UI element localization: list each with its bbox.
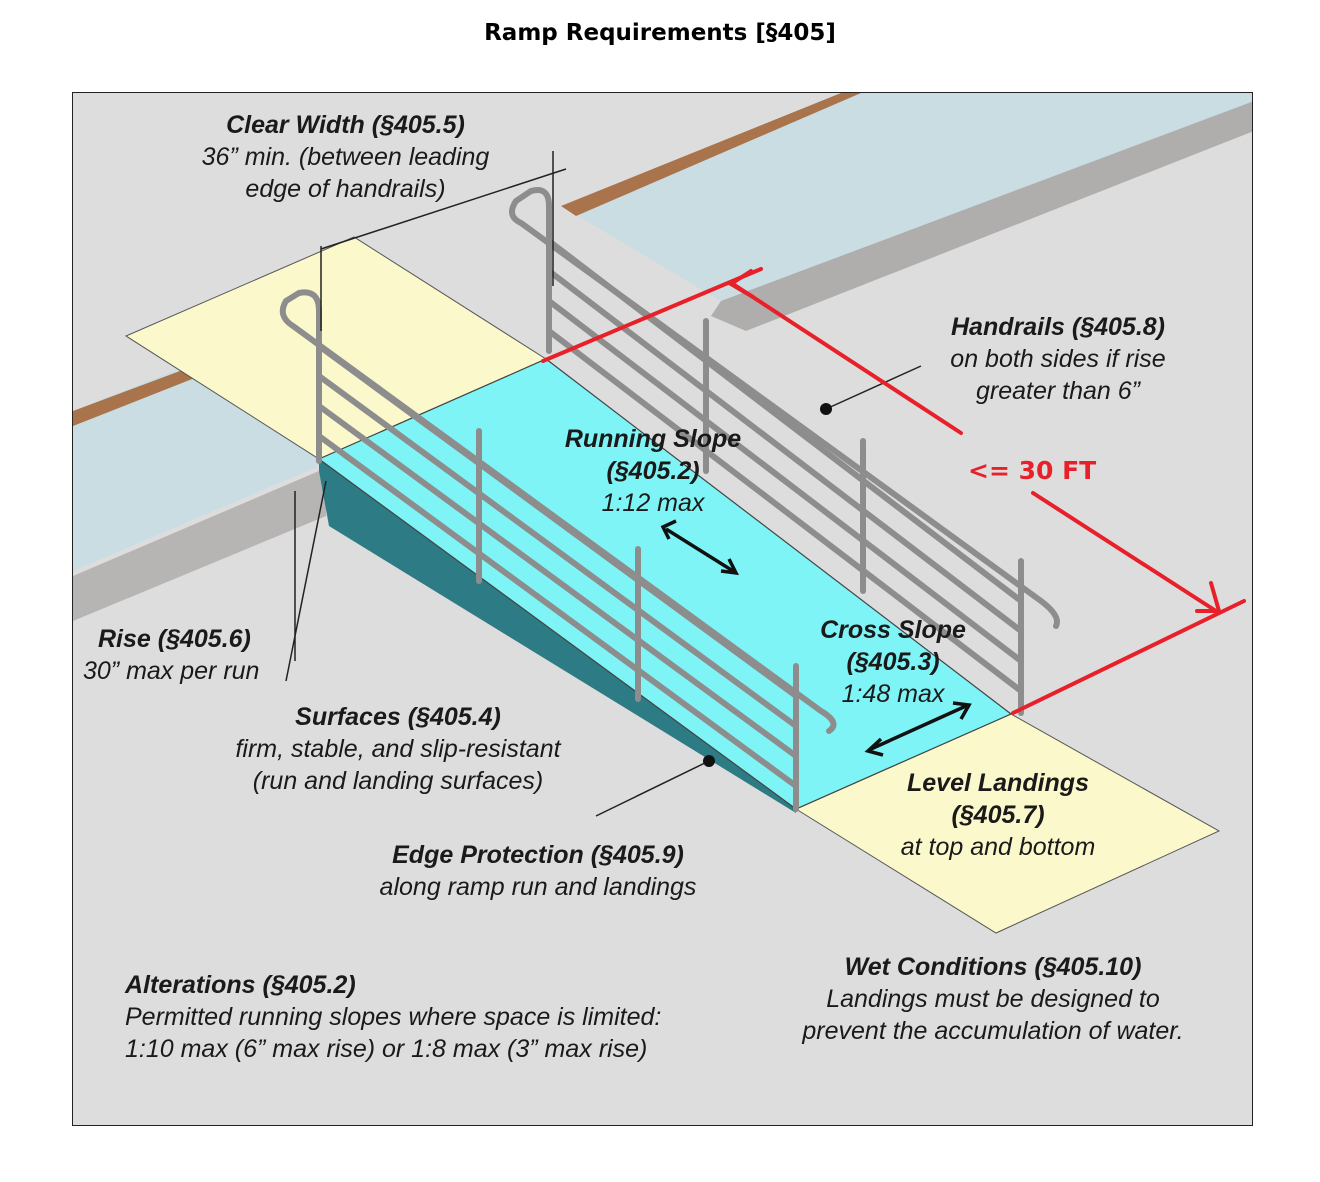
slope-arrows <box>660 519 972 757</box>
dimension-lines <box>285 151 922 817</box>
handrails-label: Handrails (§405.8) on both sides if rise… <box>950 313 1166 405</box>
max-length-annotation: <= 30 FT <box>968 456 1097 485</box>
clear-width-label: Clear Width (§405.5) 36” min. (between l… <box>201 111 490 203</box>
cross-slope-label: Cross Slope (§405.3) 1:48 max <box>820 616 966 708</box>
upper-pool <box>561 93 1252 301</box>
running-slope-label: Running Slope (§405.2) 1:12 max <box>564 425 742 517</box>
page-title: Ramp Requirements [§405] <box>484 20 836 46</box>
far-handrail <box>509 187 1060 716</box>
lower-wall-face <box>73 471 326 621</box>
handrail-callout-dot <box>820 403 832 415</box>
ramp-illustration <box>73 93 1252 934</box>
ramp-side <box>319 459 796 813</box>
rise-label: Rise (§405.6) 30” max per run <box>83 625 260 685</box>
upper-wall-top <box>561 93 861 216</box>
level-landings-label: Level Landings (§405.7) at top and botto… <box>900 769 1096 861</box>
upper-wall-face <box>711 101 1252 331</box>
edge-protection-label: Edge Protection (§405.9) along ramp run … <box>379 841 697 901</box>
wet-conditions-label: Wet Conditions (§405.10) Landings must b… <box>802 953 1184 1045</box>
edge-callout-dot <box>703 755 715 767</box>
alterations-label: Alterations (§405.2) Permitted running s… <box>125 971 662 1063</box>
diagram-frame: Clear Width (§405.5) 36” min. (between l… <box>72 92 1253 1126</box>
near-handrail <box>279 289 837 812</box>
length-annotation <box>541 267 1246 715</box>
surfaces-label: Surfaces (§405.4) firm, stable, and slip… <box>235 703 561 795</box>
